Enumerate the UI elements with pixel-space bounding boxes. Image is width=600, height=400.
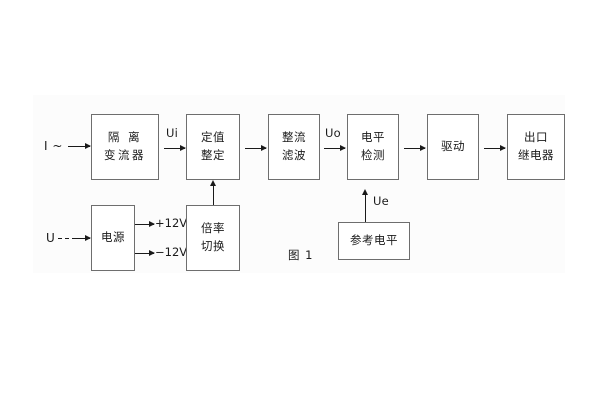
figure-caption: 图 1 — [288, 248, 314, 262]
rail-label-negative: −12V — [155, 245, 188, 259]
block-output-relay: 出口 继电器 — [507, 114, 565, 180]
arrow-reference-level-to-level-detect — [362, 189, 368, 222]
block-setting-line2: 整定 — [201, 148, 225, 162]
signal-label-ui: Ui — [166, 126, 179, 140]
block-reference-level: 参考电平 — [338, 222, 410, 260]
block-isolation-ct-line1: 隔 离 — [107, 130, 143, 145]
arrow-isolation-to-setting — [164, 145, 186, 151]
arrow-current-to-isolation — [68, 143, 91, 149]
block-rectifier-filter-line2: 滤波 — [282, 148, 306, 162]
dashed-lead-voltage-input — [58, 238, 74, 239]
block-level-detect: 电平 检测 — [347, 114, 399, 180]
block-output-relay-line2: 继电器 — [518, 148, 554, 162]
arrow-drive-to-output-relay — [484, 145, 506, 151]
block-power-supply-line1: 电源 — [101, 230, 125, 245]
block-drive-line1: 驱动 — [441, 139, 465, 154]
block-output-relay-line1: 出口 — [524, 130, 548, 145]
arrow-rail-negative — [135, 250, 155, 256]
arrow-setting-to-rectifier — [245, 145, 267, 151]
current-input-label: I ~ — [44, 139, 63, 153]
block-drive: 驱动 — [427, 114, 479, 180]
block-rectifier-filter-line1: 整流 — [282, 130, 306, 145]
arrow-rectifier-to-level-detect — [324, 145, 346, 151]
block-ratio-switch-line2: 切换 — [201, 239, 225, 253]
arrow-level-detect-to-drive — [404, 145, 426, 151]
block-setting: 定值 整定 — [186, 114, 240, 180]
signal-label-ue: Ue — [373, 194, 389, 208]
block-reference-level-line1: 参考电平 — [350, 233, 398, 248]
block-rectifier-filter: 整流 滤波 — [268, 114, 320, 180]
block-isolation-ct: 隔 离 变流器 — [91, 114, 159, 180]
signal-label-uo: Uo — [325, 126, 341, 140]
block-power-supply: 电源 — [91, 205, 135, 271]
arrow-voltage-to-power-supply — [72, 235, 91, 241]
block-level-detect-line1: 电平 — [361, 130, 385, 145]
arrow-ratio-switch-to-setting — [210, 180, 216, 205]
block-setting-line1: 定值 — [201, 130, 225, 145]
block-level-detect-line2: 检测 — [361, 148, 385, 162]
rail-label-positive: +12V — [155, 216, 188, 230]
voltage-input-label: U — [46, 231, 56, 245]
arrow-rail-positive — [135, 221, 155, 227]
block-isolation-ct-line2: 变流器 — [104, 148, 146, 162]
block-ratio-switch-line1: 倍率 — [201, 221, 225, 236]
block-ratio-switch: 倍率 切换 — [186, 205, 240, 271]
